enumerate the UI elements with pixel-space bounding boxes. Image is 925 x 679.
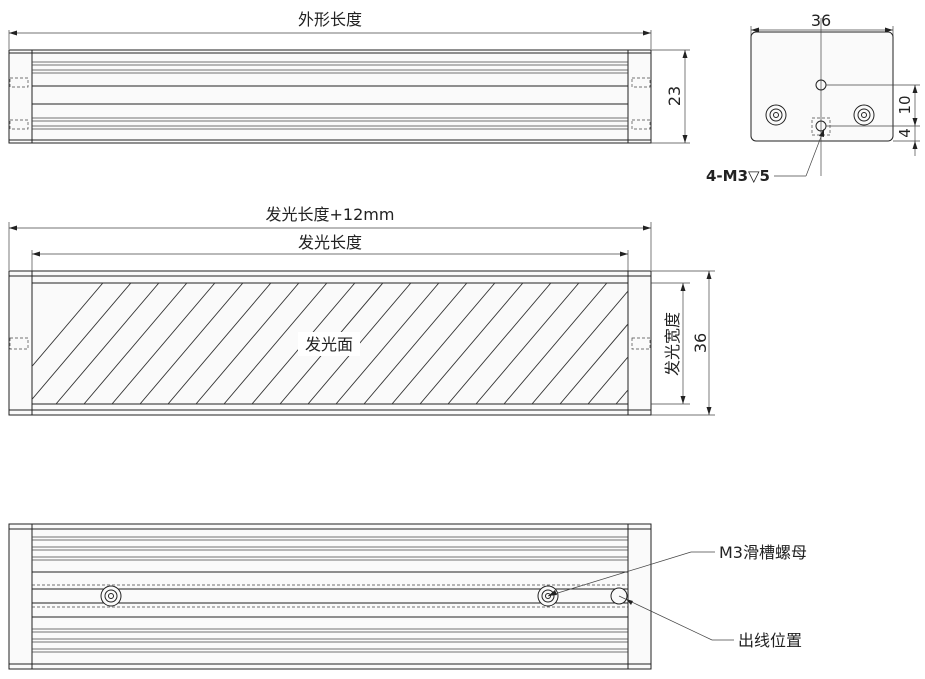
mounting-hole-right (853, 104, 875, 126)
arrow-36-down (706, 407, 712, 415)
hatch-line (700, 283, 803, 404)
thread-callout: 4-M3▽5 (706, 167, 770, 185)
slot-nut-left (100, 585, 122, 607)
arrow-right (885, 27, 893, 33)
emit-area (31, 282, 629, 405)
arrow-right (643, 30, 651, 36)
hatch-line (728, 283, 831, 404)
hatch-line (503, 283, 608, 404)
leader-slot-nut (547, 551, 692, 597)
hidden-holes (9, 337, 651, 350)
dim-10-label: 10 (896, 95, 914, 114)
hatch-line (335, 283, 440, 404)
leader-cable-exit-arrow (626, 599, 633, 605)
slot-nut-label: M3滑槽螺母 (719, 543, 807, 562)
emit-length-label: 发光长度 (298, 233, 362, 252)
top-body (8, 49, 652, 144)
leader-slot-nut-arrow (548, 590, 557, 596)
arrow-left (9, 30, 17, 36)
fin-lines (32, 536, 628, 653)
hatch-line (531, 290, 628, 404)
arrow-right (643, 225, 651, 231)
hatch-line (32, 283, 132, 400)
hatch-line (195, 283, 300, 404)
arrow-emit-up (680, 283, 686, 291)
fin-lines (32, 61, 628, 130)
hatch-line (559, 323, 628, 404)
hidden-slot (811, 117, 831, 136)
arrow-inner-right (620, 251, 628, 257)
arrow-up (682, 50, 688, 58)
hatch-line (419, 283, 524, 404)
arrow-10-down (912, 118, 918, 126)
hatch-line (55, 283, 160, 404)
emit-face-label: 发光面 (305, 335, 353, 354)
label-backdrop (298, 332, 360, 356)
emit-width-label: 发光宽度 (663, 312, 682, 376)
hatch-line (363, 283, 468, 404)
bottom-view: M3滑槽螺母 出线位置 (8, 523, 807, 670)
top-view: 外形长度 23 (8, 10, 690, 144)
leader-arrow (819, 129, 824, 137)
leader-line (805, 128, 825, 177)
arrow-left (751, 27, 759, 33)
cable-exit-label: 出线位置 (738, 631, 802, 650)
hatch-line (167, 283, 272, 404)
arrow-10-up (912, 85, 918, 93)
hatch-line (756, 283, 859, 404)
height-label: 23 (665, 86, 684, 106)
arrow-left (9, 225, 17, 231)
arrow-36-up (706, 271, 712, 279)
arrow-4-up (912, 141, 918, 149)
hatch-line (32, 283, 104, 368)
hatch-line (111, 283, 216, 404)
leader-cable-exit (618, 595, 713, 641)
hatch-line (672, 283, 775, 404)
emit-area-hatch (32, 283, 887, 404)
end-body (750, 31, 894, 142)
mounting-hole-left (765, 104, 787, 126)
hidden-holes (9, 77, 651, 130)
arrow-down (682, 135, 688, 143)
hatch-line (223, 283, 328, 404)
hatch-line (139, 283, 244, 404)
hatch-line (784, 283, 887, 404)
hatch-line (391, 283, 496, 404)
hatch-line (447, 283, 552, 404)
dim-4-label: 4 (896, 128, 914, 138)
hatch-line (83, 283, 188, 404)
end-view: 36 10 4 4-M3▽5 (706, 11, 920, 185)
arrow-inner-left (32, 251, 40, 257)
emit-length-plus-label: 发光长度+12mm (266, 205, 395, 224)
hatch-line (587, 356, 628, 404)
front-view: 发光长度+12mm 发光长度 发光面 发光宽度 (8, 205, 887, 416)
overall-length-label: 外形长度 (298, 10, 362, 29)
dim-36-label: 36 (691, 333, 710, 353)
arrow-emit-down (680, 396, 686, 404)
hatch-line (475, 283, 580, 404)
